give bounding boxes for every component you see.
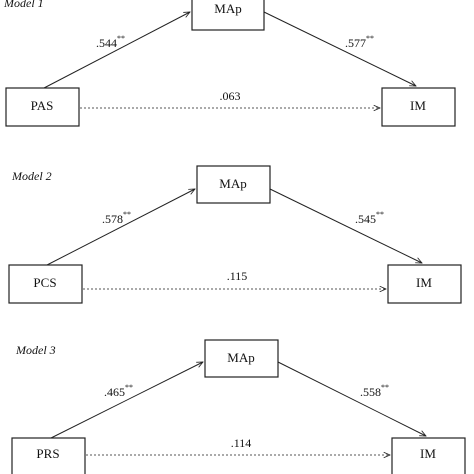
model-2-mediator-box xyxy=(196,165,271,204)
model-3-path-b xyxy=(277,361,426,436)
model-3-predictor-box xyxy=(11,437,86,474)
model-2-predictor-box xyxy=(8,264,83,304)
model-2-outcome-box xyxy=(387,264,462,304)
model-3-predictor-label: PRS xyxy=(36,446,59,461)
model-1-mediator-label: MAp xyxy=(214,1,241,16)
model-2-path-a xyxy=(46,189,195,266)
model-3-c-coefficient: .114 xyxy=(231,436,252,450)
model-3-label: Model 3 xyxy=(15,343,56,357)
model-3-path-a xyxy=(50,362,203,439)
model-2-c-coefficient: .115 xyxy=(227,269,248,283)
model-1-predictor-label: PAS xyxy=(31,98,54,113)
model-3-mediator-label: MAp xyxy=(227,350,254,365)
model-1: Model 1 MAp PAS IM .544** .577** .063 xyxy=(3,0,456,127)
model-1-label: Model 1 xyxy=(3,0,44,10)
model-2-mediator-label: MAp xyxy=(219,176,246,191)
model-2-b-coefficient: .545** xyxy=(355,210,384,226)
model-1-path-b xyxy=(263,11,416,86)
model-3: Model 3 MAp PRS IM .465** .558** .114 xyxy=(11,339,466,474)
model-1-path-a xyxy=(43,12,190,89)
model-2-label: Model 2 xyxy=(11,169,52,183)
model-3-outcome-box xyxy=(391,437,466,474)
model-2-path-b xyxy=(269,188,422,263)
model-1-b-coefficient: .577** xyxy=(345,34,374,50)
model-3-outcome-label: IM xyxy=(420,446,436,461)
model-2: Model 2 MAp PCS IM .578** .545** .115 xyxy=(8,165,462,304)
model-3-b-coefficient: .558** xyxy=(360,383,389,399)
model-1-predictor-box xyxy=(5,87,80,127)
model-1-mediator-box xyxy=(191,0,265,31)
model-3-a-coefficient: .465** xyxy=(104,383,133,399)
model-2-predictor-label: PCS xyxy=(33,275,56,290)
model-1-outcome-box xyxy=(381,87,456,127)
model-1-outcome-label: IM xyxy=(410,98,426,113)
model-2-a-coefficient: .578** xyxy=(102,210,131,226)
model-2-outcome-label: IM xyxy=(416,275,432,290)
model-3-mediator-box xyxy=(204,339,279,378)
model-1-a-coefficient: .544** xyxy=(96,34,125,50)
model-1-c-coefficient: .063 xyxy=(220,89,241,103)
